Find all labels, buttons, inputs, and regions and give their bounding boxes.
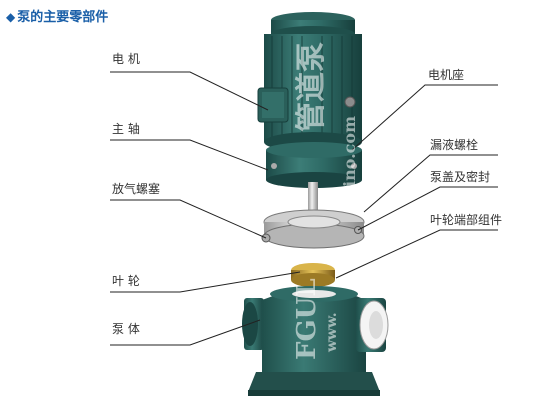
label-cover-seal: 泵盖及密封	[430, 170, 491, 184]
watermark-line2: www.	[324, 312, 340, 352]
label-drain-bolt: 漏液螺栓	[430, 138, 479, 152]
watermark-line1: FGUL	[292, 278, 322, 360]
label-pump-body: 泵 体	[112, 322, 140, 336]
watermark-line3: sino.com	[340, 115, 359, 196]
label-vent-plug: 放气螺塞	[112, 182, 161, 196]
diagram-title: ◆泵的主要零部件	[6, 6, 108, 25]
label-impeller-end: 叶轮端部组件	[430, 213, 503, 227]
label-shaft: 主 轴	[112, 122, 140, 136]
lifting-bolt	[344, 96, 356, 108]
pump-cover-seal	[261, 209, 365, 249]
watermark-cn: 管道泵	[294, 42, 329, 132]
label-impeller: 叶 轮	[112, 274, 140, 288]
impeller	[291, 263, 335, 287]
motor-body	[264, 34, 362, 152]
motor-seat	[266, 142, 362, 188]
title-text: 泵的主要零部件	[17, 10, 109, 25]
terminal-box	[257, 87, 289, 123]
leader-lines	[110, 71, 498, 346]
pump-body	[242, 286, 389, 396]
label-motor: 电 机	[112, 52, 140, 66]
label-motor-seat: 电机座	[428, 68, 465, 82]
diamond-bullet-icon: ◆	[6, 10, 16, 24]
shaft	[308, 182, 318, 214]
